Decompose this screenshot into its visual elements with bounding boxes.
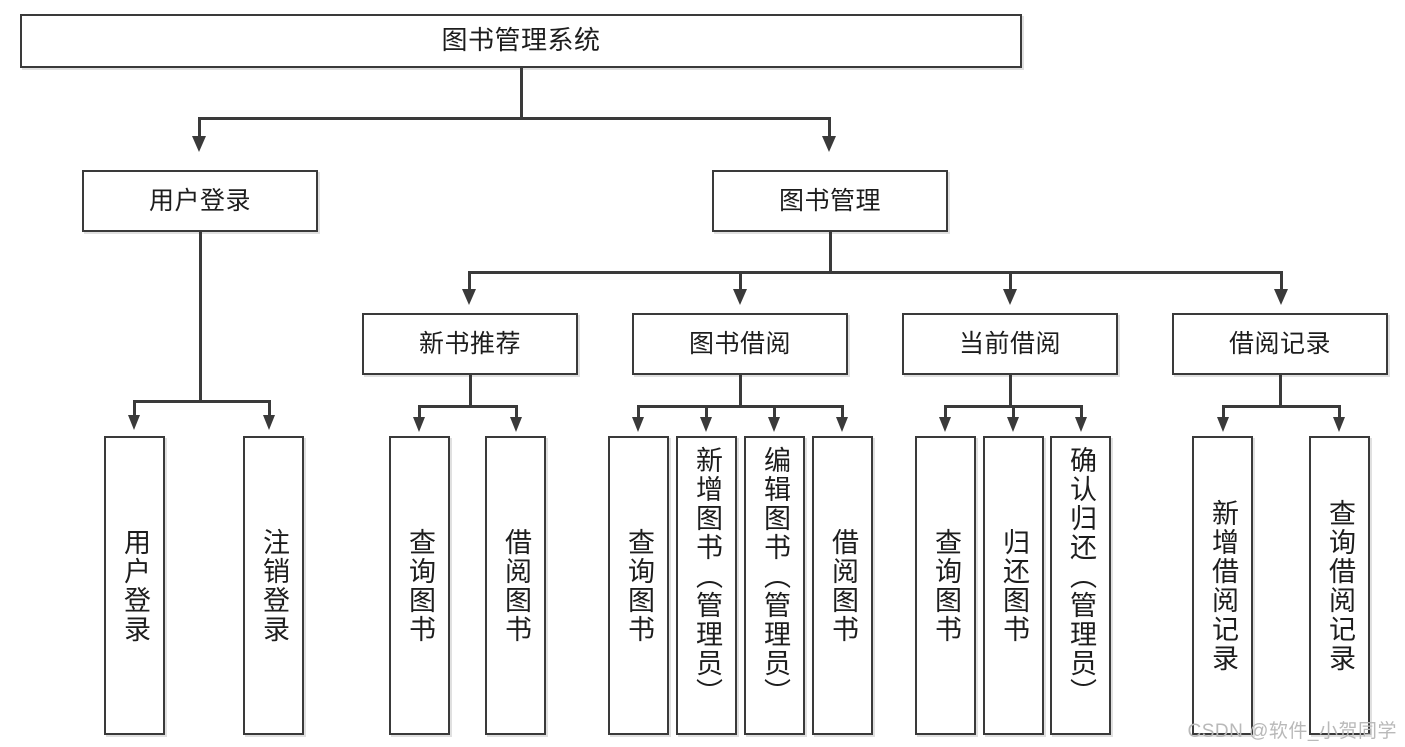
arrowhead-book-borrow-leaf-1 [632, 417, 644, 432]
connector-user-login-branch-1 [133, 400, 136, 417]
node-label: 当前借阅 [958, 329, 1061, 358]
node-new-book-recommend[interactable]: 新书推荐 [362, 313, 578, 375]
arrowhead-current-borrow-leaf-3 [1075, 417, 1087, 432]
connector-current-borrow-stem [1009, 375, 1012, 407]
connector-new-book-branch-1 [418, 405, 421, 419]
arrowhead-to-current-borrow [1003, 289, 1017, 305]
node-leaf-query-book-1[interactable]: 查询图书 [389, 436, 450, 735]
arrowhead-book-borrow-leaf-3 [768, 417, 780, 432]
connector-book-borrow-branch-1 [637, 405, 640, 419]
connector-to-current-borrow [1009, 271, 1012, 291]
arrowhead-borrow-record-leaf-1 [1217, 417, 1229, 432]
arrowhead-current-borrow-leaf-2 [1007, 417, 1019, 432]
connector-level3-bus [468, 271, 1280, 274]
node-leaf-query-borrow-record[interactable]: 查询借阅记录 [1309, 436, 1370, 735]
connector-to-book-management [828, 117, 831, 139]
arrowhead-to-book-borrow [733, 289, 747, 305]
node-label: 注销登录 [259, 527, 289, 644]
node-label: 图书借阅 [688, 329, 791, 358]
node-leaf-return-book[interactable]: 归还图书 [983, 436, 1044, 735]
arrowhead-user-login-leaf-1 [128, 415, 140, 430]
connector-book-management-stem [829, 232, 832, 273]
node-leaf-borrow-book-2[interactable]: 借阅图书 [812, 436, 873, 735]
connector-borrow-record-bus [1222, 405, 1338, 408]
connector-book-borrow-stem [739, 375, 742, 407]
node-leaf-logout-login[interactable]: 注销登录 [243, 436, 304, 735]
node-label: 编辑图书（管理员） [760, 446, 790, 707]
node-label: 新书推荐 [418, 329, 521, 358]
arrowhead-to-borrow-record [1274, 289, 1288, 305]
node-label: 新增图书（管理员） [692, 446, 722, 707]
connector-new-book-bus [418, 405, 517, 408]
node-label: 借阅图书 [501, 527, 531, 644]
arrowhead-to-user-login [192, 136, 206, 152]
node-user-login[interactable]: 用户登录 [82, 170, 318, 232]
arrowhead-new-book-leaf-1 [413, 417, 425, 432]
node-label: 用户登录 [120, 527, 150, 644]
connector-book-borrow-branch-4 [841, 405, 844, 419]
connector-to-new-book-recommend [468, 271, 471, 291]
arrowhead-book-borrow-leaf-4 [836, 417, 848, 432]
connector-new-book-branch-2 [515, 405, 518, 419]
node-label: 用户登录 [148, 186, 251, 215]
arrowhead-book-borrow-leaf-2 [700, 417, 712, 432]
connector-book-borrow-bus [637, 405, 841, 408]
node-leaf-borrow-book-1[interactable]: 借阅图书 [485, 436, 546, 735]
node-leaf-query-book-3[interactable]: 查询图书 [915, 436, 976, 735]
arrowhead-borrow-record-leaf-2 [1333, 417, 1345, 432]
node-label: 借阅图书 [828, 527, 858, 644]
connector-new-book-stem [469, 375, 472, 407]
connector-level2-bus [198, 117, 830, 120]
connector-book-borrow-branch-3 [773, 405, 776, 419]
node-label: 查询借阅记录 [1325, 498, 1355, 673]
connector-book-borrow-branch-2 [705, 405, 708, 419]
node-label: 借阅记录 [1228, 329, 1331, 358]
connector-current-borrow-branch-2 [1012, 405, 1015, 419]
node-leaf-confirm-return-admin[interactable]: 确认归还（管理员） [1050, 436, 1111, 735]
connector-borrow-record-branch-2 [1338, 405, 1341, 419]
connector-user-login-bus [133, 400, 268, 403]
node-label: 图书管理 [778, 186, 881, 215]
node-leaf-add-borrow-record[interactable]: 新增借阅记录 [1192, 436, 1253, 735]
connector-current-borrow-branch-3 [1080, 405, 1083, 419]
node-current-borrow[interactable]: 当前借阅 [902, 313, 1118, 375]
arrowhead-to-new-book-recommend [462, 289, 476, 305]
arrowhead-current-borrow-leaf-1 [939, 417, 951, 432]
connector-borrow-record-stem [1279, 375, 1282, 407]
connector-to-book-borrow [739, 271, 742, 291]
node-leaf-add-book-admin[interactable]: 新增图书（管理员） [676, 436, 737, 735]
node-book-borrow[interactable]: 图书借阅 [632, 313, 848, 375]
connector-to-borrow-record [1280, 271, 1283, 291]
connector-root-stem [520, 68, 523, 118]
node-label: 查询图书 [931, 527, 961, 644]
node-label: 查询图书 [624, 527, 654, 644]
connector-user-login-stem [199, 232, 202, 402]
node-label: 确认归还（管理员） [1066, 446, 1096, 707]
connector-current-borrow-branch-1 [944, 405, 947, 419]
connector-to-user-login [198, 117, 201, 139]
node-label: 新增借阅记录 [1208, 498, 1238, 673]
arrowhead-user-login-leaf-2 [263, 415, 275, 430]
node-book-management[interactable]: 图书管理 [712, 170, 948, 232]
arrowhead-new-book-leaf-2 [510, 417, 522, 432]
node-label: 归还图书 [999, 527, 1029, 644]
arrowhead-to-book-management [822, 136, 836, 152]
node-root-system[interactable]: 图书管理系统 [20, 14, 1022, 68]
node-leaf-query-book-2[interactable]: 查询图书 [608, 436, 669, 735]
connector-user-login-branch-2 [268, 400, 271, 417]
connector-borrow-record-branch-1 [1222, 405, 1225, 419]
node-label: 图书管理系统 [441, 25, 601, 56]
node-leaf-edit-book-admin[interactable]: 编辑图书（管理员） [744, 436, 805, 735]
node-borrow-record[interactable]: 借阅记录 [1172, 313, 1388, 375]
node-label: 查询图书 [405, 527, 435, 644]
node-leaf-user-login[interactable]: 用户登录 [104, 436, 165, 735]
